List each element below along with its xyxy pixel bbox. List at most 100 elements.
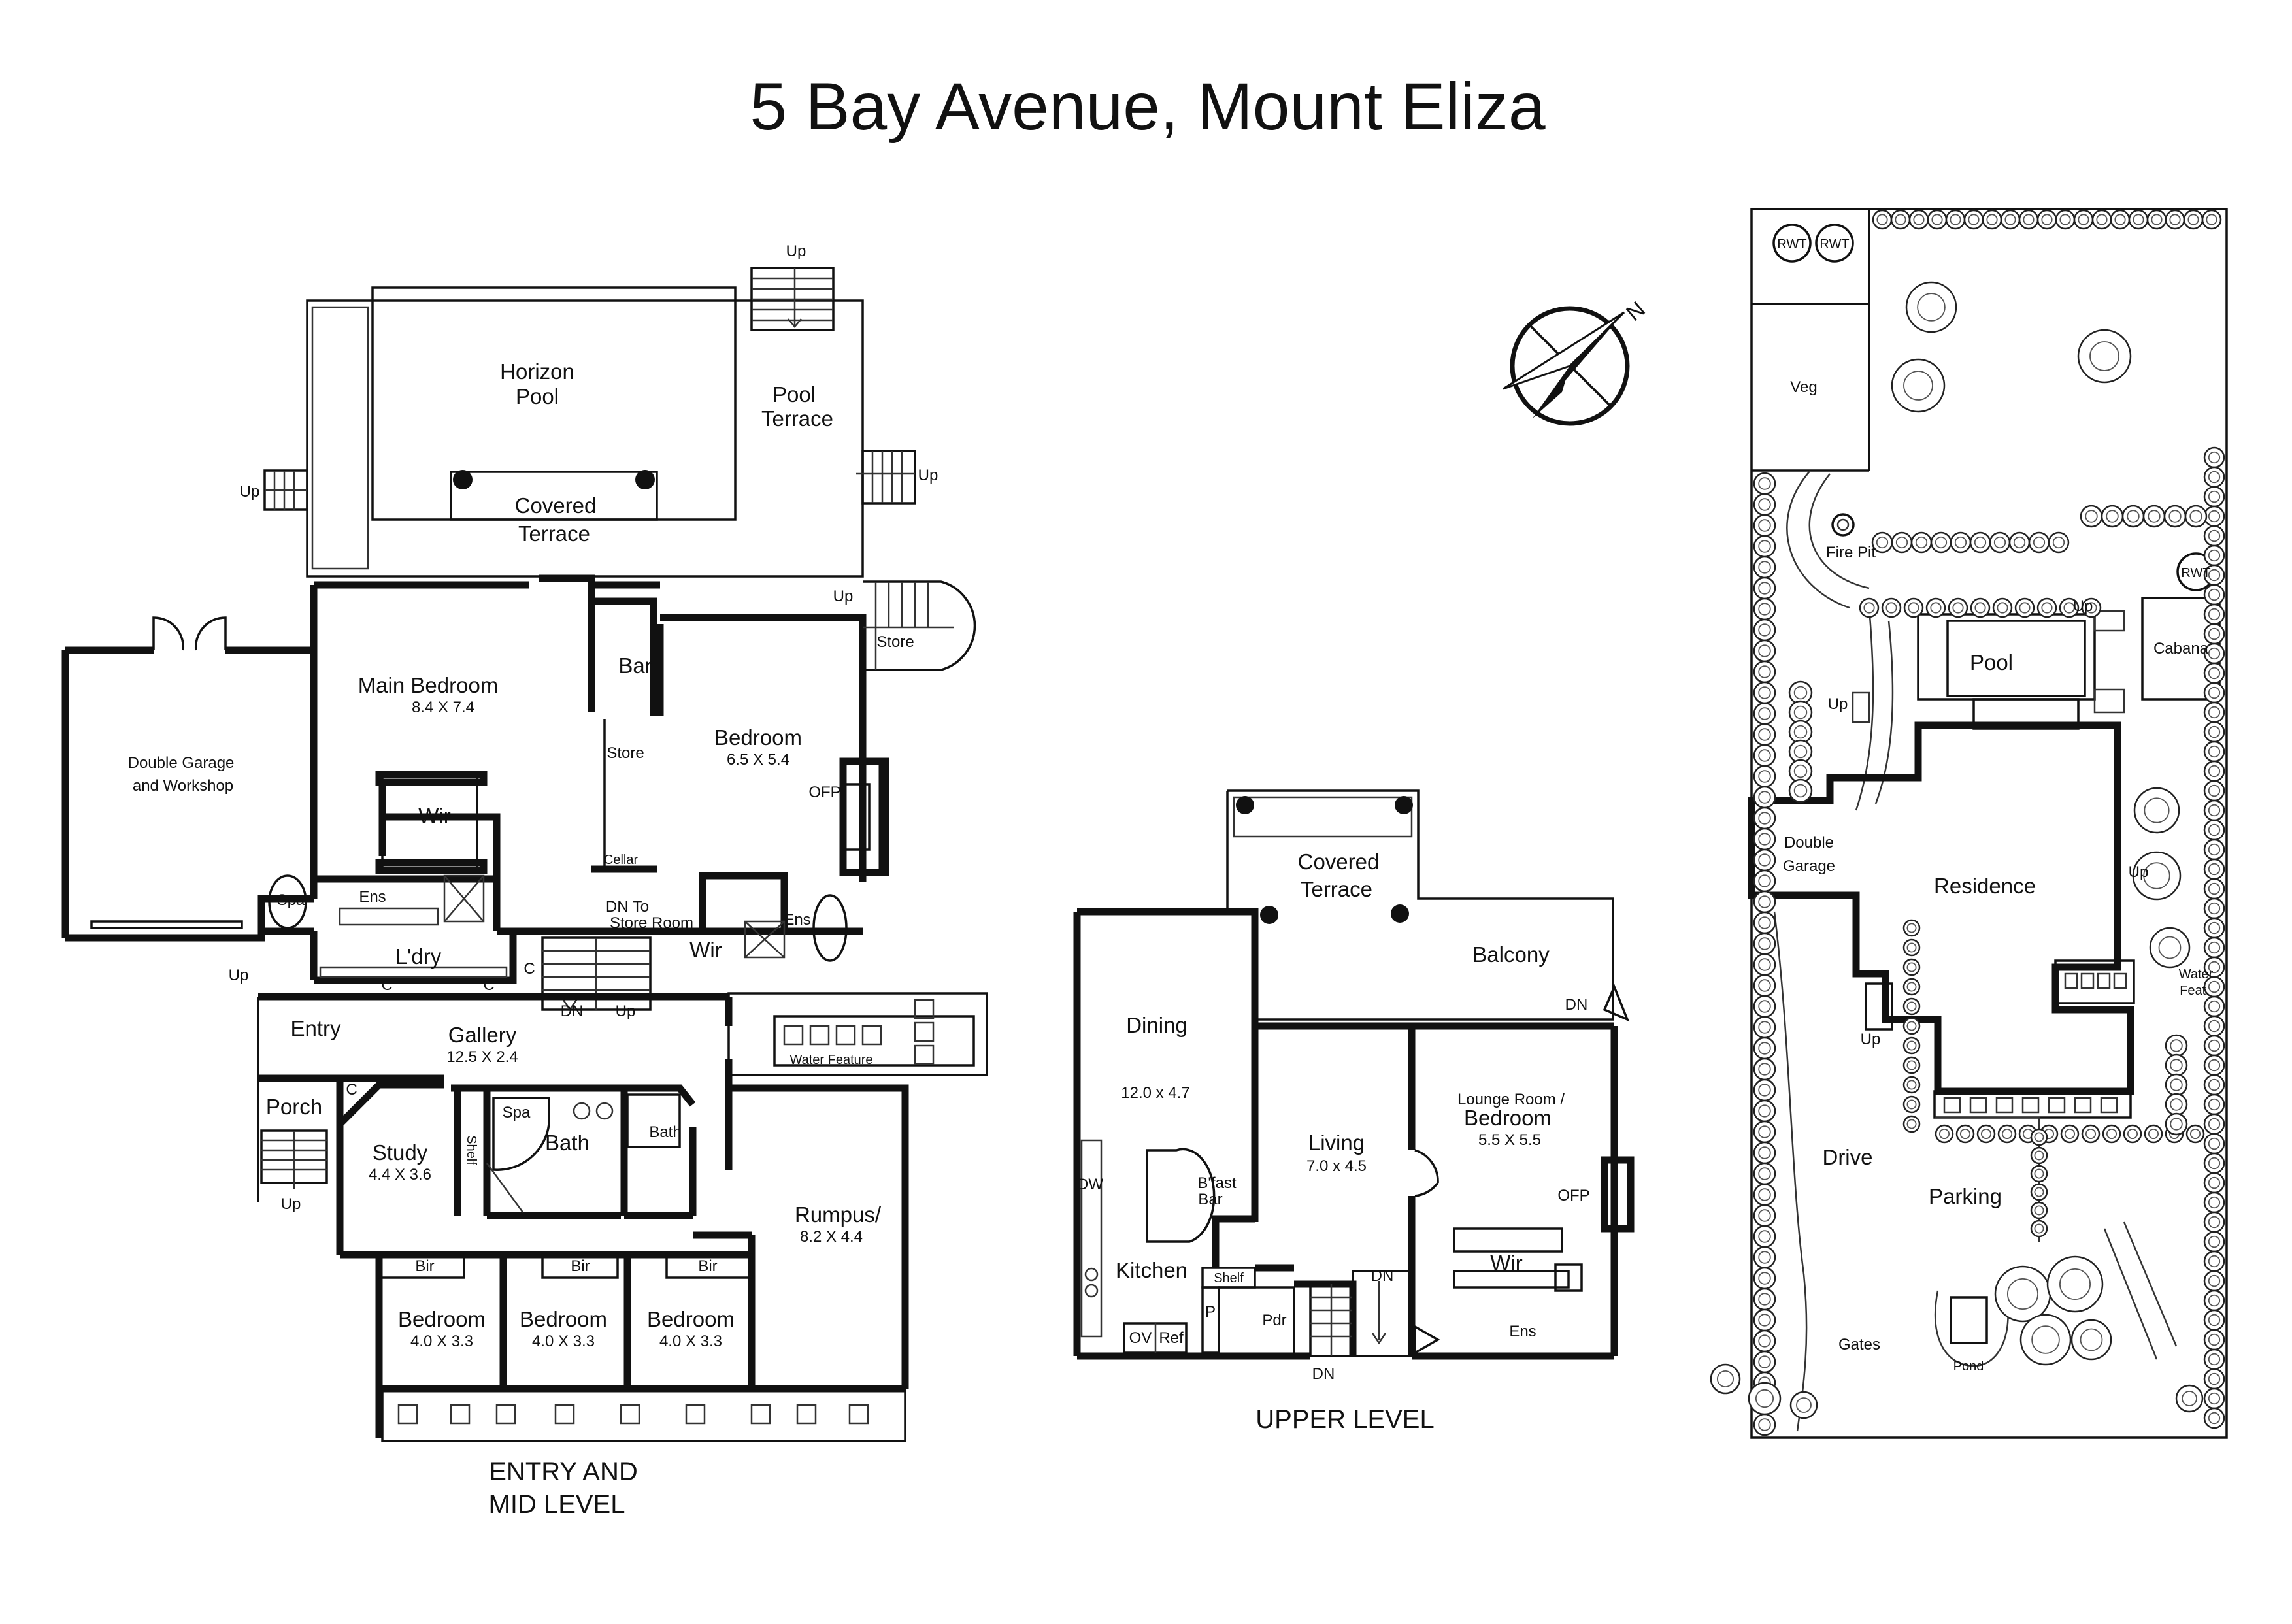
shrub-icon [2144, 797, 2170, 823]
shrub-icon [2133, 787, 2180, 834]
site-labels: RWT RWT RWT Veg Fire Pit Up Cabana Pool … [1777, 237, 2213, 1374]
shrub-icon [1906, 942, 1917, 953]
pool-terrace-label: Pool [772, 382, 816, 406]
parking-label: Parking [1929, 1184, 2002, 1208]
up-label: Up [2129, 863, 2149, 881]
shrub-icon [1881, 597, 1902, 618]
shrub-icon [1876, 536, 1889, 549]
shrub-icon [2203, 662, 2225, 684]
shrub-icon [1872, 209, 1893, 230]
study-dims: 4.4 X 3.6 [369, 1166, 431, 1184]
shrub-icon [2034, 1150, 2044, 1161]
shrub-icon [1753, 1204, 1776, 1227]
shrub-icon [1895, 536, 1908, 549]
shrub-icon [1758, 916, 1771, 929]
entry-mid-labels: Horizon Pool Pool Terrace Covered Terrac… [128, 242, 938, 1350]
shrub-icon [1753, 1183, 1776, 1206]
pool-terrace-label: Terrace [761, 406, 833, 431]
shrub-icon [2001, 1128, 2013, 1140]
shrub-icon [1902, 1056, 1921, 1074]
shrub-icon [2102, 1124, 2121, 1144]
shrub-icon [1906, 962, 1917, 972]
shrub-icon [1753, 1141, 1776, 1165]
horizon-pool-label: Pool [516, 384, 559, 408]
shrub-icon [1753, 514, 1776, 537]
double-garage-label: Double [1784, 834, 1834, 852]
bir-label: Bir [571, 1257, 590, 1275]
shrub-icon [2144, 1124, 2163, 1144]
shrub-icon [1959, 1128, 1971, 1140]
shrub-icon [1793, 764, 1808, 778]
gallery-label: Gallery [448, 1023, 517, 1047]
up-label: Up [786, 242, 806, 260]
site-plan: RWT RWT RWT Veg Fire Pit Up Cabana Pool … [1710, 208, 2228, 1439]
garden-hedge [1872, 209, 2222, 230]
shrub-icon [1758, 1084, 1771, 1097]
wir-label: Wir [1490, 1251, 1522, 1275]
living-dims: 7.0 x 4.5 [1306, 1157, 1367, 1175]
shrub-icon [2089, 341, 2119, 371]
shrub-icon [2030, 1183, 2048, 1201]
shrub-icon [1910, 531, 1933, 554]
shrub-icon [1906, 982, 1917, 992]
balcony-label: Balcony [1472, 942, 1550, 967]
shrub-icon [1758, 1355, 1771, 1368]
oven-label: OV [1129, 1329, 1152, 1347]
shrub-icon [1758, 519, 1771, 532]
shrub-icon [2070, 1319, 2112, 1361]
shrub-icon [1758, 749, 1771, 762]
shrub-icon [2055, 209, 2076, 230]
shrub-icon [2023, 214, 2035, 225]
shrub-icon [1906, 923, 1917, 933]
shrub-icon [2208, 1333, 2221, 1346]
shrub-icon [2208, 961, 2221, 974]
shrub-icon [2034, 1223, 2044, 1234]
shrub-icon [1753, 660, 1776, 684]
shrub-icon [2064, 1128, 2076, 1140]
shrub-icon [1902, 938, 1921, 957]
shrub-icon [1969, 531, 1991, 554]
double-garage-label: and Workshop [133, 777, 233, 795]
shrub-icon [2063, 602, 2075, 614]
shrub-icon [2019, 1314, 2072, 1366]
shrub-icon [2203, 858, 2225, 880]
shrub-icon [2201, 209, 2222, 230]
pool-label: Pool [1970, 650, 2013, 674]
shrub-icon [1793, 744, 1808, 759]
shrub-icon [2052, 536, 2065, 549]
shrub-icon [2208, 1392, 2221, 1405]
shrub-icon [2203, 1211, 2225, 1233]
lounge-label: Bedroom [1464, 1106, 1552, 1130]
shrub-icon [1902, 997, 1921, 1016]
shrub-icon [2208, 510, 2221, 523]
shrub-icon [2208, 1157, 2221, 1170]
shrub-icon [1905, 281, 1957, 333]
shrub-icon [1758, 1000, 1771, 1013]
shrub-icon [1863, 602, 1875, 614]
shrub-icon [2208, 569, 2221, 582]
shrub-icon [2203, 1191, 2225, 1214]
shrub-icon [1982, 209, 2002, 230]
shrub-icon [2208, 765, 2221, 778]
shrub-icon [2208, 706, 2221, 719]
pantry-label: P [1205, 1303, 1216, 1321]
bar-label: Bar [618, 654, 652, 678]
shrub-icon [1976, 1124, 1996, 1144]
shrub-icon [2127, 510, 2140, 523]
shrub-icon [2203, 1074, 2225, 1096]
shrub-icon [2203, 740, 2225, 763]
fire-pit-label: Fire Pit [1826, 544, 1876, 561]
shrub-icon [1885, 602, 1897, 614]
shrub-icon [2096, 214, 2108, 225]
shrub-icon [1758, 812, 1771, 825]
shrub-icon [2085, 510, 2098, 523]
shrub-icon [1758, 1251, 1771, 1264]
shrub-icon [2077, 329, 2132, 384]
shrub-icon [2203, 1250, 2225, 1272]
shrub-icon [2203, 878, 2225, 900]
ens-label: Ens [784, 911, 810, 929]
shrub-icon [2059, 597, 2080, 618]
wir-label: Wir [689, 938, 722, 962]
dw-label: DW [1077, 1176, 1103, 1193]
shrub-icon [1758, 1167, 1771, 1180]
